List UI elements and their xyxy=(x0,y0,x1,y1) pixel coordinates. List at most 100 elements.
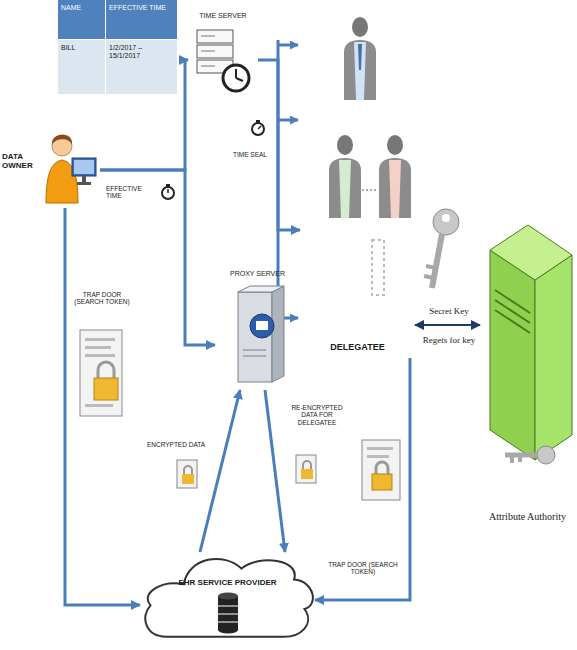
time-bus-part xyxy=(278,119,298,122)
authority-server-part xyxy=(490,250,535,460)
owner-figure xyxy=(46,134,96,203)
proxy-server-icon-part xyxy=(272,286,284,382)
delegatee-figures-part xyxy=(339,160,351,218)
delegatee-figures-part xyxy=(358,44,362,70)
owner-figure-part xyxy=(52,134,72,145)
document-lock-icon-part xyxy=(367,447,393,450)
delegatee-figures-part xyxy=(354,42,366,100)
stopwatch-icon xyxy=(162,184,174,199)
proxy-server: PROXY SERVER xyxy=(215,268,300,390)
key-icon-part xyxy=(433,209,459,235)
delegatee-figures-part xyxy=(352,17,368,37)
document-lock-icon xyxy=(362,440,400,500)
delegatee-figures-part xyxy=(372,240,384,295)
delegatee-figures-part xyxy=(329,158,361,218)
edge-label: Secret Key xyxy=(419,305,479,317)
authority-server-part xyxy=(537,446,555,464)
time-server-icon-part xyxy=(201,36,215,37)
document-lock-icon-part xyxy=(362,440,400,500)
document-lock-icon-part xyxy=(80,330,122,416)
database-icon-part xyxy=(218,593,238,600)
stopwatch-icon-part xyxy=(167,189,169,193)
document-lock-icon-part xyxy=(85,354,115,357)
delegatee-figures-part xyxy=(387,135,403,155)
key-icon-part xyxy=(426,266,436,268)
node-label: TIME SERVER xyxy=(188,12,258,20)
document-lock-icon-part xyxy=(182,474,194,484)
flow-arrow xyxy=(200,390,240,552)
database-icon-part xyxy=(218,622,238,623)
node-label: DATA OWNER xyxy=(2,152,44,170)
stopwatch-icon-part xyxy=(252,123,264,135)
cloud-outline-path xyxy=(145,559,313,637)
cloud-provider: EHR SERVICE PROVIDER xyxy=(140,552,315,644)
flow-arrow xyxy=(415,324,480,326)
document-lock-icon-part xyxy=(367,455,389,458)
time-server-icon-part xyxy=(197,45,233,58)
edge-label: RE-ENCRYPTED DATA FOR DELEGATEE xyxy=(284,403,350,427)
authority-server-part xyxy=(518,455,522,462)
time-server-icon-part xyxy=(223,65,249,91)
document-lock-icon xyxy=(177,460,197,488)
time-bus-part xyxy=(278,44,298,47)
document-lock-icon-part xyxy=(177,460,197,488)
stopwatch-icon-part xyxy=(258,126,261,129)
flow-arrow xyxy=(315,358,410,600)
authority-server-part xyxy=(495,300,530,323)
edge-label: TRAP DOOR (SEARCH TOKEN) xyxy=(322,560,404,577)
document-lock-icon-part xyxy=(98,362,114,378)
owner-figure-part xyxy=(72,158,96,176)
node-label: EHR SERVICE PROVIDER xyxy=(140,578,315,587)
time-server-icon-part xyxy=(201,66,215,67)
delegatee-figures xyxy=(329,17,411,295)
data-owner: DATA OWNER xyxy=(2,128,100,208)
document-lock-icon-part xyxy=(184,466,192,474)
database-icon-part xyxy=(218,627,238,634)
edge-label: ENCRYPTED DATA xyxy=(145,440,207,449)
delegatee-figures-part xyxy=(337,135,353,155)
time-server-icon-part xyxy=(235,69,237,78)
key-icon-part xyxy=(442,214,450,222)
stopwatch-icon xyxy=(252,120,264,135)
database-icon-part xyxy=(218,614,238,615)
proxy-server-icon-part xyxy=(243,350,266,351)
proxy-server-icon-part xyxy=(238,286,284,292)
key-icon xyxy=(424,209,459,288)
proxy-server-icon-part xyxy=(256,321,268,330)
cloud-outline xyxy=(140,552,315,644)
flow-arrow xyxy=(258,60,300,230)
node-label: PROXY SERVER xyxy=(215,270,300,278)
edge-note: Regets for key xyxy=(419,331,479,349)
document-lock-icon-part xyxy=(376,462,388,474)
table-header: EFFECTIVE TIME xyxy=(106,0,178,40)
table-header: NAME xyxy=(58,0,106,40)
authority-server-part xyxy=(495,290,530,313)
authority-server-part xyxy=(535,255,572,460)
authority-server-part xyxy=(495,310,530,333)
owner-figure-part xyxy=(74,160,94,174)
database-icon-part xyxy=(218,596,238,630)
document-lock-icon-part xyxy=(85,346,111,349)
proxy-server-icon-part xyxy=(250,314,274,338)
time-server: TIME SERVER xyxy=(188,8,258,100)
authority-server-part xyxy=(490,225,572,280)
time-server-icon-part xyxy=(236,78,243,81)
key-icon-part xyxy=(424,276,434,278)
flow-arrow xyxy=(65,208,140,605)
delegatee-figures-part xyxy=(344,40,376,100)
authority-server xyxy=(490,225,572,464)
document-lock-icon-part xyxy=(296,455,316,483)
document-lock-icon xyxy=(80,330,122,416)
edge-label: TIME SEAL xyxy=(226,150,274,159)
database-icon xyxy=(218,593,238,634)
document-lock-icon-part xyxy=(85,338,115,341)
flow-arrow xyxy=(100,170,215,345)
database-icon-part xyxy=(218,606,238,607)
stopwatch-icon-part xyxy=(166,184,170,187)
node-label: DELEGATEE xyxy=(300,342,415,352)
delegatee-figures-part xyxy=(389,160,401,218)
proxy-server-icon-part xyxy=(243,356,266,357)
table-cell: BILL xyxy=(58,40,106,95)
time-server-icon-part xyxy=(201,51,215,52)
